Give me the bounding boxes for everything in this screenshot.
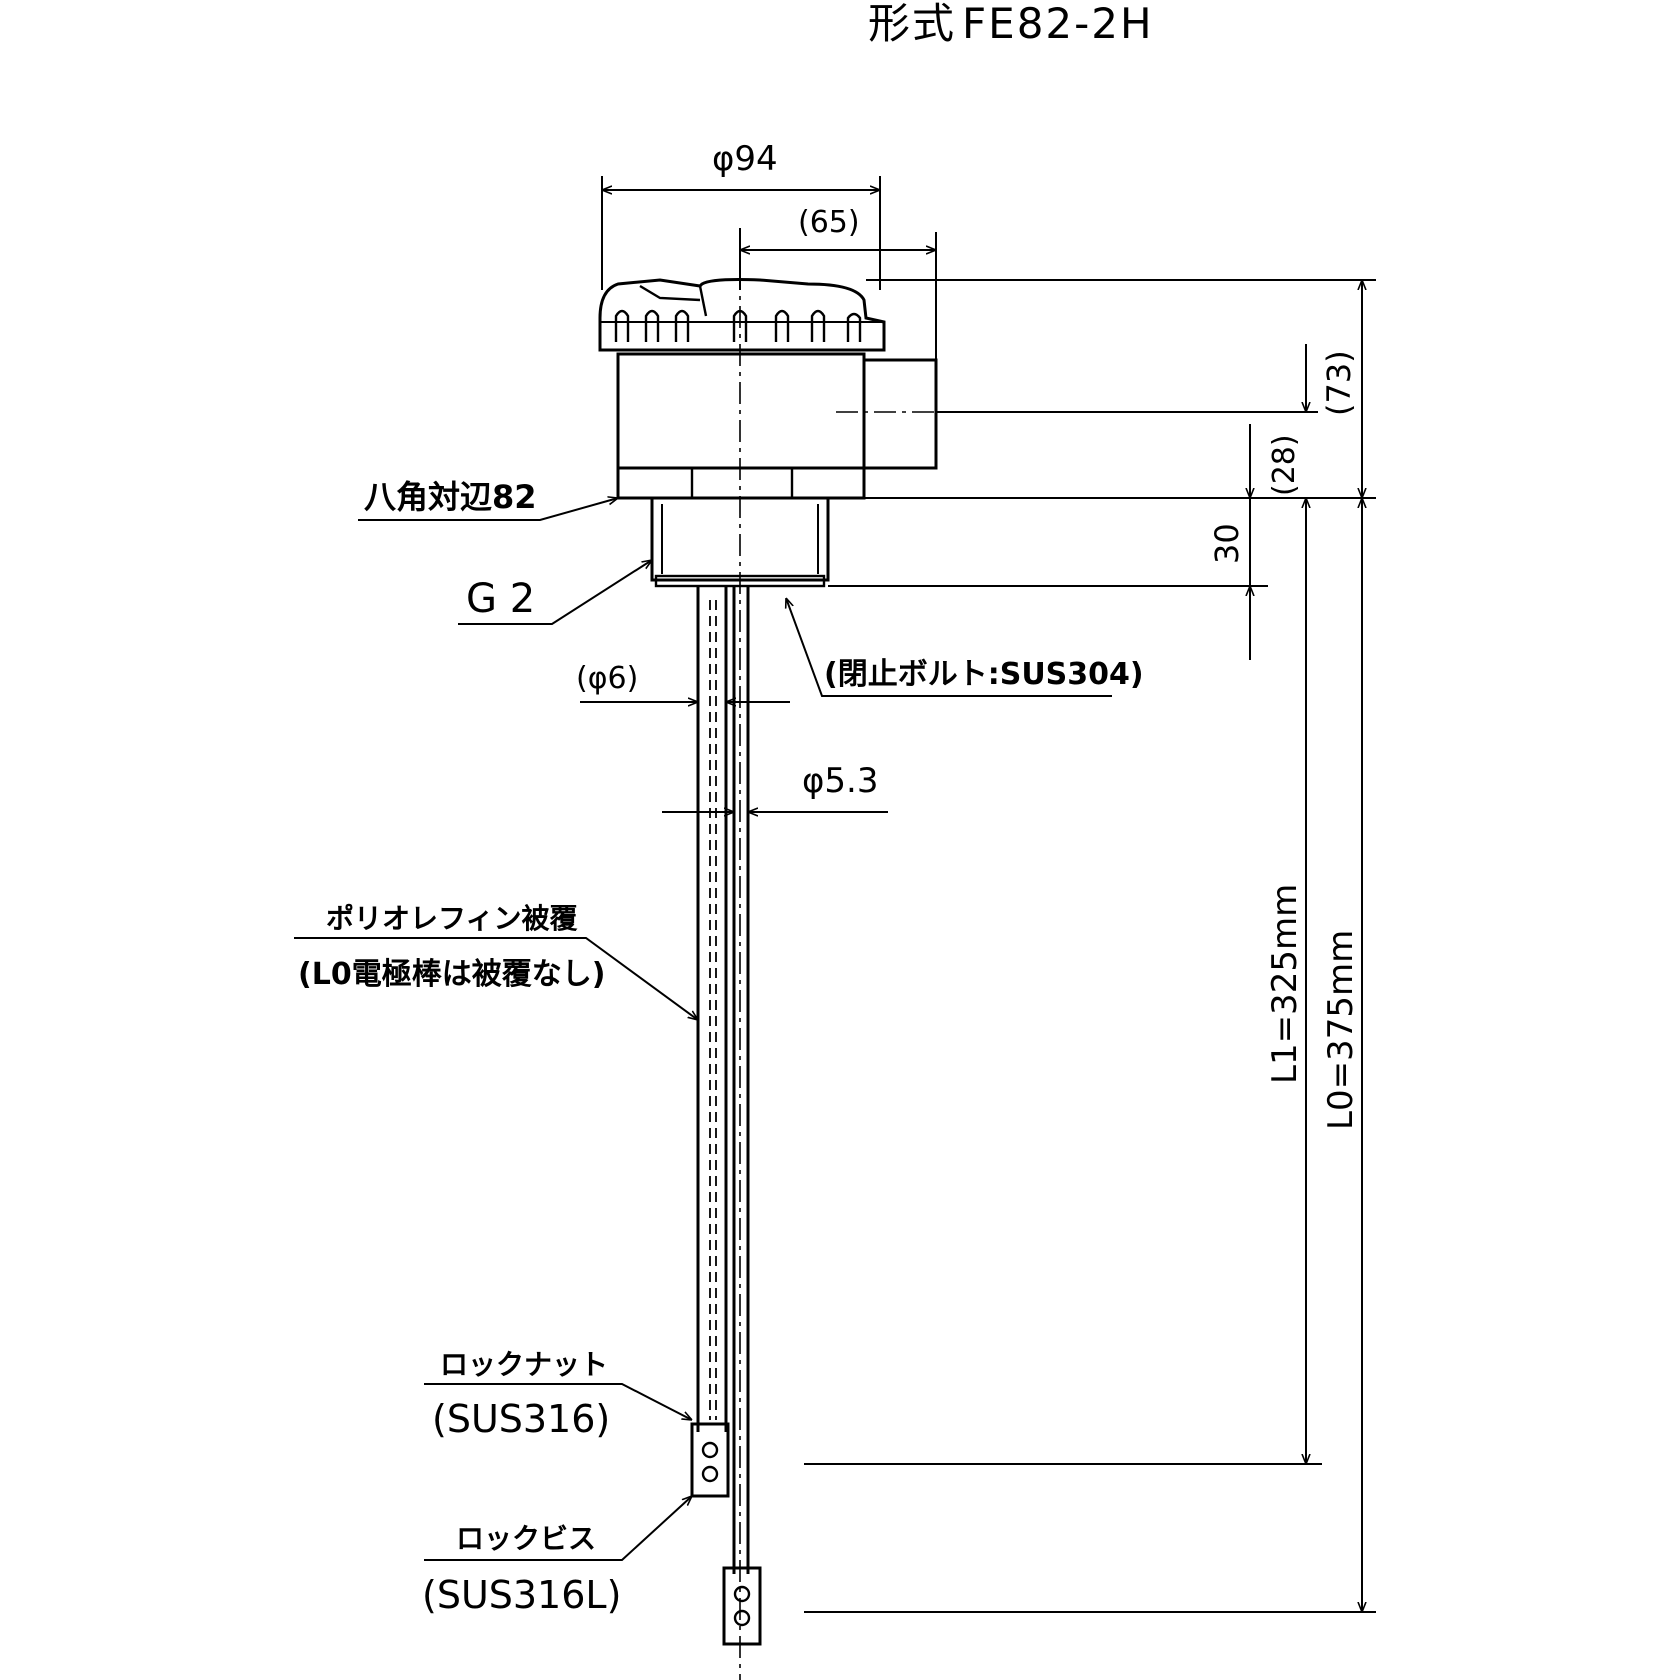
drawing-title: 形式 FE82-2H: [868, 0, 1154, 48]
dim-L0: L0=375mm: [1321, 930, 1361, 1130]
conduit-boss: [864, 358, 938, 470]
callout-locknut: ロックナット: [440, 1348, 608, 1381]
hex-flange: [616, 466, 866, 500]
dimension-labels: φ94 (65) (73) (28) 30 (φ6) φ5.3 L1=325mm…: [576, 139, 1361, 1130]
dim-phi6: (φ6): [576, 661, 638, 696]
electrode-rods: [690, 586, 762, 1646]
callout-lockscrew-material: (SUS316L): [422, 1573, 621, 1617]
title-kanji: 形式: [868, 0, 956, 48]
center-lines: [739, 230, 936, 1680]
callout-coating-note: (L0電極棒は被覆なし): [298, 957, 605, 992]
callout-thread-g2: G 2: [466, 576, 535, 622]
callout-octagon: 八角対辺82: [364, 478, 537, 516]
callout-stop-bolt: (閉止ボルト:SUS304): [824, 657, 1144, 692]
dim-65: (65): [798, 205, 860, 240]
lock-nut-l1: [690, 1422, 730, 1498]
holder-body: [598, 278, 938, 588]
dim-28: (28): [1267, 434, 1302, 496]
dimension-lines: [580, 176, 1376, 1613]
dim-phi94: φ94: [712, 139, 778, 179]
leader-lines: [294, 498, 1112, 1561]
lock-nut-l0: [722, 1566, 762, 1646]
terminal-case: [616, 352, 866, 470]
cap-ribs: [614, 284, 862, 342]
dim-73: (73): [1320, 350, 1358, 416]
dim-L1: L1=325mm: [1265, 884, 1305, 1084]
cover-cap: [598, 278, 886, 352]
callout-lockscrew: ロックビス: [456, 1522, 596, 1555]
callout-locknut-material: (SUS316): [432, 1397, 610, 1441]
model-number: FE82-2H: [962, 0, 1154, 48]
callout-labels: 八角対辺82 G 2 (閉止ボルト:SUS304) ポリオレフィン被覆 (L0電…: [298, 478, 1144, 1617]
dim-phi5-3: φ5.3: [802, 761, 879, 801]
callout-coating: ポリオレフィン被覆: [326, 902, 577, 935]
dim-30: 30: [1208, 523, 1246, 564]
